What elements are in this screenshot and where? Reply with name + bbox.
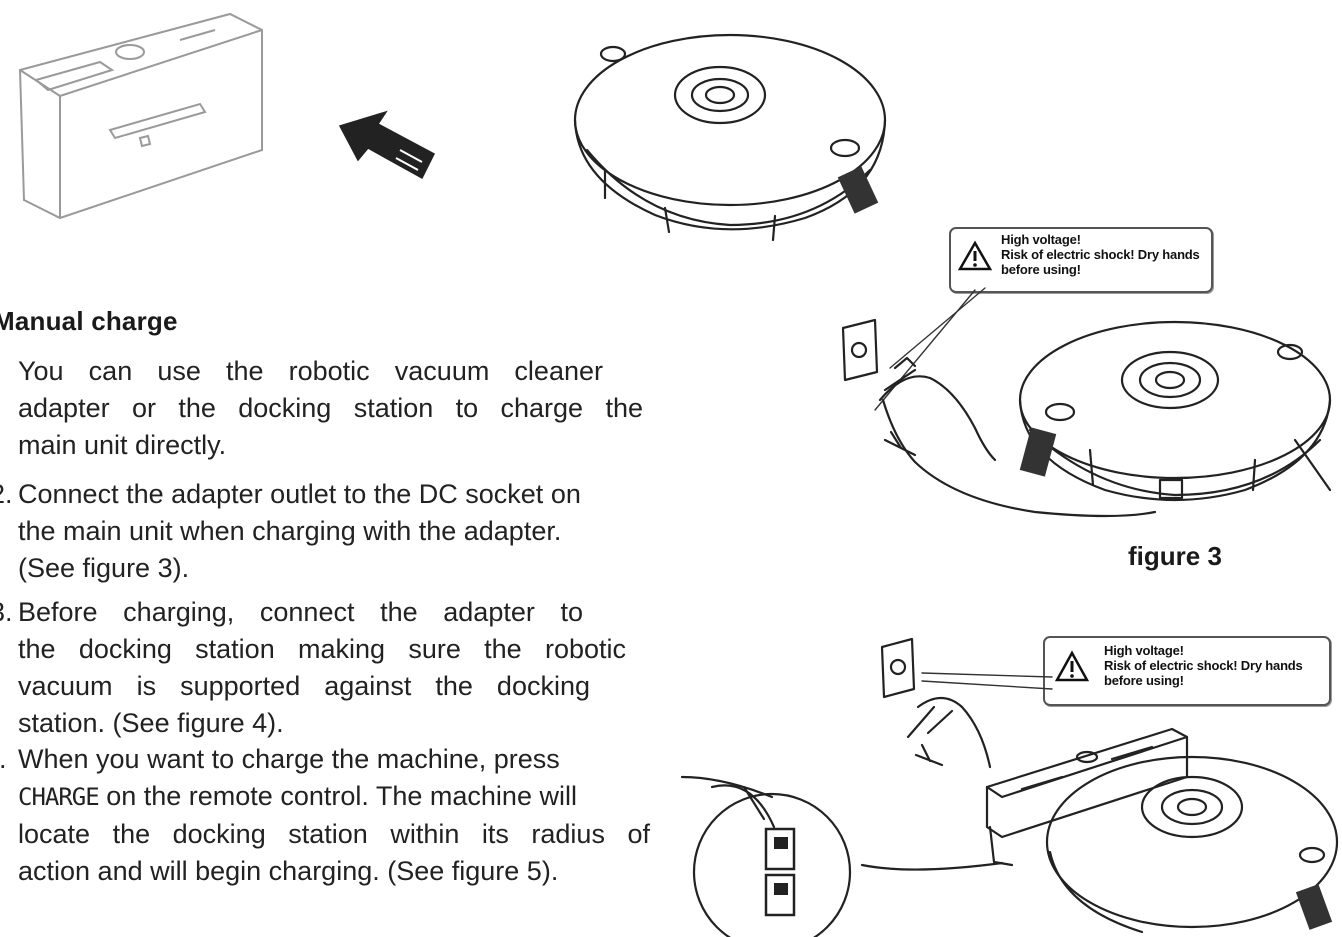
step-line: locate the docking station within its ra… [18, 819, 650, 849]
warning-line: High voltage! [1001, 232, 1081, 247]
step-line: When you want to charge the machine, pre… [18, 744, 560, 774]
warning-triangle-icon [957, 240, 993, 271]
figure-3-caption: figure 3 [1128, 541, 1222, 571]
step-line: main unit directly. [18, 430, 227, 460]
figure-3-warning-box [949, 227, 1213, 293]
step-4: -. When you want to charge the machine, … [0, 741, 652, 890]
step-number: . [0, 353, 18, 390]
warning-triangle-icon [1054, 650, 1090, 682]
figure-3-illustration [841, 287, 1332, 518]
figure-4-illustration [680, 637, 1339, 937]
warning-line: before using! [1104, 673, 1184, 688]
step-line: Connect the adapter outlet to the DC soc… [18, 479, 581, 509]
step-line-4-2: CHARGE on the remote control. The machin… [18, 778, 652, 816]
figure-4-warning-box [1043, 636, 1331, 706]
step-line: adapter or the docking station to charge… [18, 393, 643, 423]
step-line: action and will begin charging. (See fig… [18, 856, 559, 886]
step-number: 2. [0, 479, 13, 509]
step-line-text: on the remote control. The machine will [106, 781, 577, 811]
step-line: You can use the robotic vacuum cleaner [18, 356, 603, 386]
insert-arrow-icon [338, 110, 435, 180]
step-line: (See figure 3). [18, 553, 190, 583]
warning-line: High voltage! [1104, 643, 1184, 658]
step-number: -. [0, 741, 18, 778]
step-line: Before charging, connect the adapter to [18, 597, 583, 627]
warning-line: Risk of electric shock! Dry hands [1104, 658, 1303, 673]
step-line: vacuum is supported against the docking [18, 671, 590, 701]
figure-3-warning-text: High voltage! Risk of electric shock! Dr… [1001, 232, 1200, 277]
figure-4-warning-text: High voltage! Risk of electric shock! Dr… [1104, 643, 1303, 688]
step-line: station. (See figure 4). [18, 708, 284, 738]
charge-button-label: CHARGE [18, 783, 100, 811]
warning-line: Risk of electric shock! Dry hands [1001, 247, 1200, 262]
step-line: the docking station making sure the robo… [18, 634, 626, 664]
docking-station-illustration [18, 12, 263, 220]
step-1: . You can use the robotic vacuum cleaner… [0, 353, 652, 464]
step-line: the main unit when charging with the ada… [18, 516, 562, 546]
step-3: 3. Before charging, connect the adapter … [0, 594, 652, 742]
step-number: 3. [0, 597, 13, 627]
warning-line: before using! [1001, 262, 1081, 277]
step-2: 2. Connect the adapter outlet to the DC … [0, 476, 652, 587]
robot-vacuum-illustration [573, 33, 887, 242]
section-heading: Manual charge [0, 306, 178, 336]
